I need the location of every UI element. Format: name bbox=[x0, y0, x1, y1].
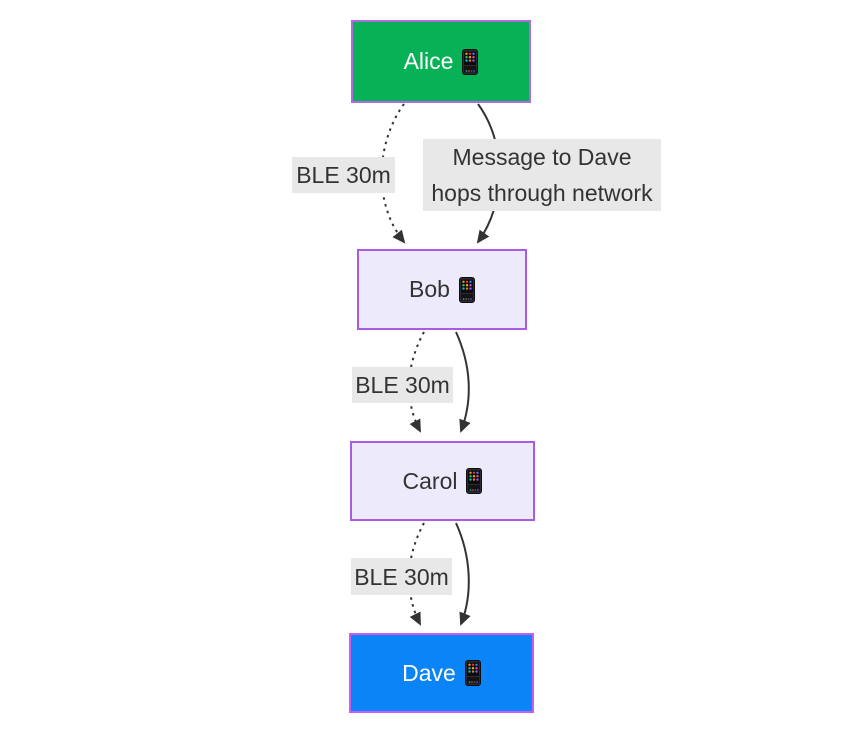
node-alice: Alice bbox=[351, 20, 531, 103]
edge-label-text: BLE 30m bbox=[296, 162, 391, 188]
node-alice-label: Alice bbox=[403, 48, 454, 74]
mobile-phone-icon bbox=[464, 660, 481, 686]
edge-label-text: BLE 30m bbox=[355, 372, 450, 398]
mobile-phone-icon bbox=[462, 48, 479, 75]
edge-label-ble-2: BLE 30m bbox=[352, 367, 453, 403]
edge-label-ble-3: BLE 30m bbox=[351, 558, 452, 595]
mobile-phone-icon bbox=[466, 468, 483, 494]
node-bob: Bob bbox=[357, 249, 527, 330]
edge-label-text-line1: Message to Dave bbox=[452, 144, 632, 170]
edge-bob-carol-dotted bbox=[408, 331, 425, 433]
node-dave-label: Dave bbox=[402, 659, 456, 686]
edge-label-text: BLE 30m bbox=[354, 563, 449, 590]
node-carol-label: Carol bbox=[402, 467, 458, 494]
edge-carol-dave-solid bbox=[455, 522, 471, 626]
node-dave: Dave bbox=[349, 633, 534, 713]
node-carol: Carol bbox=[350, 441, 535, 521]
node-bob-label: Bob bbox=[409, 276, 450, 302]
mobile-phone-icon bbox=[458, 276, 475, 303]
edge-label-text-line2: hops through network bbox=[431, 180, 653, 206]
edge-bob-carol-solid bbox=[455, 331, 471, 433]
edge-alice-bob-dotted bbox=[380, 103, 406, 244]
edge-label-ble-1: BLE 30m bbox=[292, 157, 395, 193]
edge-label-message-to-dave: Message to Dave hops through network bbox=[423, 139, 661, 211]
